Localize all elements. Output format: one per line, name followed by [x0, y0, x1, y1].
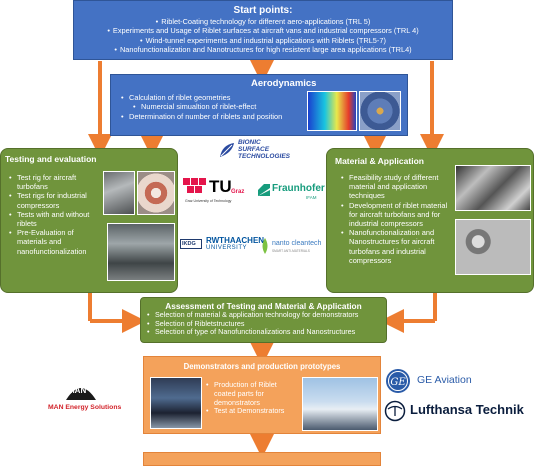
sem-image-2 — [455, 219, 531, 275]
testing-title: Testing and evaluation — [5, 154, 97, 164]
aerodynamics-box: Aerodynamics Calculation of riblet geome… — [110, 74, 408, 136]
turbofan-photo — [137, 171, 175, 215]
list-item: Test at Demonstrators — [206, 407, 286, 416]
nanto-drop-icon — [262, 238, 268, 254]
testing-evaluation-box: Testing and evaluation Test rig for airc… — [0, 148, 178, 293]
list-item: Wind-tunnel experiments and industrial a… — [74, 36, 452, 45]
list-item: Production of Riblet coated parts for de… — [206, 380, 286, 407]
list-item: Experiments and Usage of Riblet surfaces… — [74, 26, 452, 35]
man-lion-icon — [66, 388, 96, 400]
bionic-text: BIONIC SURFACE TECHNOLOGIES — [238, 139, 291, 160]
tu-caption: Graz University of Technology — [185, 199, 232, 203]
rwth-aachen-logo: RWTHAACHEN UNIVERSITY — [206, 236, 265, 251]
start-points-title: Start points: — [233, 5, 293, 16]
start-points-list: Riblet-Coating technology for different … — [74, 17, 452, 55]
list-item: Tests with and without riblets — [9, 210, 101, 228]
turbine-mesh-image — [359, 91, 401, 131]
sem-image-1 — [455, 165, 531, 211]
fraunhofer-sub: IFAM — [306, 195, 317, 200]
tu-text: TU — [209, 177, 232, 196]
ge-monogram-icon: GE — [386, 369, 410, 393]
demonstrators-list: Production of Riblet coated parts for de… — [206, 380, 286, 416]
assessment-title: Assessment of Testing and Material & App… — [165, 301, 362, 311]
list-item: Nanofunctionalization and Nanostructures… — [341, 228, 453, 265]
lufthansa-crane-icon — [384, 400, 406, 422]
tu-graz-emblem-icon — [183, 178, 206, 193]
ge-aviation-logo: GE GE Aviation — [385, 368, 505, 396]
compressor-test-rig-photo — [107, 223, 175, 281]
fraunhofer-icon — [258, 184, 270, 196]
production-line-photo — [150, 377, 202, 429]
man-energy-solutions-logo: MAN MAN Energy Solutions — [40, 380, 130, 414]
tu-graz-text: Graz — [231, 189, 245, 195]
material-application-box: Material & Application Feasibility study… — [326, 148, 534, 293]
list-item: Numercial simualtion of riblet-effect — [133, 102, 311, 112]
fraunhofer-text: Fraunhofer — [272, 183, 325, 194]
list-item: Nanofunctionalization and Nanotructures … — [74, 45, 452, 54]
demonstrators-box: Demonstrators and production prototypes … — [143, 356, 381, 434]
list-item: Riblet-Coating technology for different … — [74, 17, 452, 26]
aerodynamics-title: Aerodynamics — [251, 78, 317, 89]
demonstrators-title: Demonstrators and production prototypes — [183, 362, 341, 371]
material-list: Feasibility study of different material … — [341, 173, 453, 265]
list-item: Test rig for aircraft turbofans — [9, 173, 101, 191]
list-item: Test rigs for industrial compressors — [9, 191, 101, 209]
nanto-cleantech-logo: nanto cleantech SMART ANTI-MATERIALS — [260, 238, 326, 260]
fraunhofer-logo: Fraunhofer IFAM — [258, 183, 325, 203]
test-rig-photo-1 — [103, 171, 135, 215]
tu-graz-logo: TU Graz Graz University of Technology — [183, 177, 249, 206]
bionic-leaf-icon — [220, 143, 234, 157]
list-item: Feasibility study of different material … — [341, 173, 453, 201]
list-item: Development of riblet material for aircr… — [341, 201, 453, 229]
aerodynamics-list: Calculation of riblet geometries Numerci… — [121, 93, 311, 122]
cfd-simulation-image — [307, 91, 357, 131]
svg-text:GE: GE — [390, 377, 406, 388]
ikdg-logo: IKDG — [180, 239, 202, 255]
assessment-list: Selection of material & application tech… — [141, 310, 386, 337]
list-item: Calculation of riblet geometries — [121, 93, 311, 103]
bionic-surface-technologies-logo: BIONIC SURFACE TECHNOLOGIES — [218, 139, 318, 161]
list-item: Determination of number of riblets and p… — [121, 112, 311, 122]
list-item: Selection of Ribletstructures — [147, 319, 386, 329]
next-step-box — [143, 452, 381, 466]
testing-list: Test rig for aircraft turbofans Test rig… — [9, 173, 101, 256]
aircraft-engine-photo — [302, 377, 378, 431]
material-title: Material & Application — [335, 156, 424, 166]
list-item: Selection of type of Nanofunctionalizati… — [147, 328, 386, 337]
assessment-box: Assessment of Testing and Material & App… — [140, 297, 387, 343]
list-item: Selection of material & application tech… — [147, 310, 386, 320]
list-item: Pre-Evaluation of materials and nanofunc… — [9, 228, 101, 256]
start-points-box: Start points: Riblet-Coating technology … — [73, 0, 453, 60]
lufthansa-technik-logo: Lufthansa Technik — [384, 400, 534, 422]
